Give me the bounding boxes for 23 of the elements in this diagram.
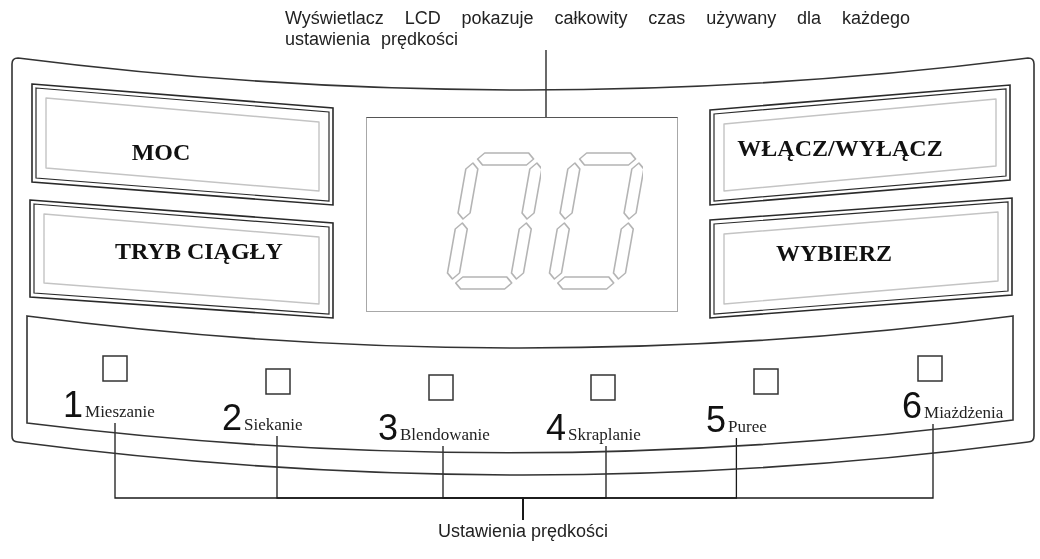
leader-line <box>522 423 934 521</box>
setting-name: Siekanie <box>244 416 303 434</box>
setting-number: 5 <box>706 402 727 438</box>
panel-button: WYBIERZ <box>708 196 1014 320</box>
panel-button: MOC <box>30 82 335 207</box>
setting-name: Miażdżenia <box>924 404 1004 422</box>
setting-number: 1 <box>63 387 84 423</box>
setting-number: 6 <box>902 388 923 424</box>
leader-line <box>545 49 547 118</box>
panel-button: TRYB CIĄGŁY <box>28 198 335 320</box>
indicator-strip <box>26 315 1014 455</box>
setting-name: Blendowanie <box>400 426 490 444</box>
lcd-display <box>366 117 678 312</box>
callout-text: Wyświetlacz LCD pokazuje całkowity czas używany dla każdego ustawienia prędkości <box>285 8 910 50</box>
setting-name: Skraplanie <box>568 426 641 444</box>
panel-button: WŁĄCZ/WYŁĄCZ <box>708 83 1012 207</box>
control-panel <box>11 57 1036 478</box>
setting-number: 3 <box>378 410 399 446</box>
setting-name: Mieszanie <box>85 403 155 421</box>
setting-name: Puree <box>728 418 767 436</box>
setting-number: 4 <box>546 410 567 446</box>
setting-number: 2 <box>222 400 243 436</box>
callout-text: Ustawienia prędkości <box>438 520 609 542</box>
